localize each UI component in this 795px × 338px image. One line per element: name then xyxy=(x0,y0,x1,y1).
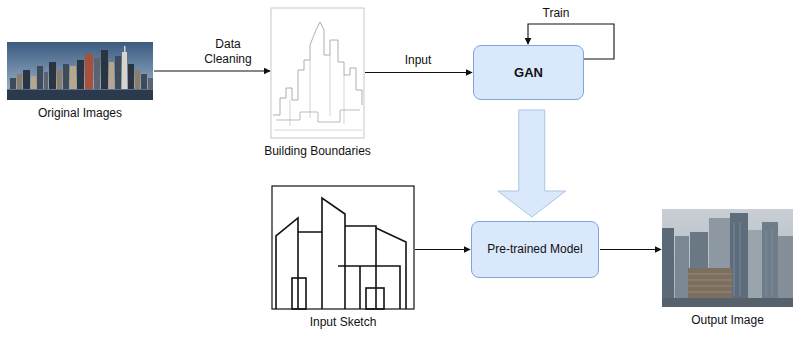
skyline-photo-part xyxy=(7,89,153,100)
image-panel: Original Images xyxy=(7,42,153,100)
skyline-photo-part xyxy=(49,62,56,90)
image-panel: Output Image xyxy=(662,209,793,307)
block-arrow xyxy=(498,110,566,217)
boundary-image-part xyxy=(273,22,362,115)
skyline-photo-part xyxy=(57,70,62,90)
image-panel: Building Boundaries xyxy=(271,8,364,138)
skyline-photo-part xyxy=(37,66,43,90)
skyline-photo-part xyxy=(17,74,22,90)
output-photo-part xyxy=(662,228,674,298)
output-photo-part xyxy=(688,274,732,292)
image-caption: Input Sketch xyxy=(310,315,377,329)
sketch-image-part xyxy=(276,218,298,309)
box-label: GAN xyxy=(514,65,543,81)
skyline-photo-part xyxy=(7,42,153,100)
sketch-image-part xyxy=(376,228,406,309)
output-photo-part xyxy=(688,268,732,298)
skyline-photo-part xyxy=(101,50,108,90)
output-photo-part xyxy=(730,213,748,298)
output-photo-part xyxy=(662,298,793,307)
boundary-image-part xyxy=(276,110,360,122)
skyline-photo-part xyxy=(128,64,134,90)
output-photo-part xyxy=(748,230,762,298)
skyline-photo-part xyxy=(148,78,153,90)
skyline-photo-part xyxy=(85,54,93,90)
sketch-image-part xyxy=(298,198,345,309)
image-caption: Building Boundaries xyxy=(264,144,371,158)
skyline-photo xyxy=(7,42,153,100)
output-photo-part xyxy=(662,209,793,307)
skyline-photo-part xyxy=(122,52,127,90)
image-caption: Original Images xyxy=(38,106,122,120)
boundary-image-part xyxy=(274,130,362,131)
sketch-image xyxy=(272,186,414,309)
image-caption: Output Image xyxy=(691,313,764,327)
process-box: Pre-trained Model xyxy=(471,221,599,278)
output-photo-part xyxy=(734,222,772,296)
skyline-photo-part xyxy=(7,89,153,90)
arrow-connector xyxy=(154,70,270,71)
skyline-photo-part xyxy=(44,72,48,90)
arrow-connector xyxy=(600,249,661,250)
skyline-photo-part xyxy=(63,64,69,90)
boundary-image-part xyxy=(271,8,364,138)
output-photo-part xyxy=(778,236,793,298)
sketch-image-part xyxy=(292,278,306,309)
box-label: Pre-trained Model xyxy=(487,242,582,256)
sketch-image-part xyxy=(359,266,361,309)
sketch-image-part xyxy=(321,232,323,309)
skyline-photo-part xyxy=(77,60,84,90)
sketch-image-part xyxy=(338,266,400,309)
skyline-photo-part xyxy=(31,76,36,90)
boundary-image xyxy=(271,8,364,138)
skyline-photo-part xyxy=(115,56,121,90)
sketch-image-part xyxy=(272,186,414,309)
arrow-connector xyxy=(415,249,470,250)
edge-label: Input xyxy=(403,53,434,67)
skyline-photo-part xyxy=(109,62,114,90)
boundary-image-part xyxy=(290,55,344,126)
edge-label: Data Cleaning xyxy=(194,37,262,66)
skyline-photo-part xyxy=(124,46,126,52)
sketch-image-part xyxy=(366,288,384,309)
edge-label: Train xyxy=(541,6,572,20)
output-photo xyxy=(662,209,793,307)
output-photo-part xyxy=(675,236,689,298)
skyline-photo-part xyxy=(94,58,100,90)
output-photo-part xyxy=(762,222,778,298)
skyline-photo-part xyxy=(10,78,16,90)
arrow-connector xyxy=(365,72,472,73)
skyline-photo-part xyxy=(135,70,140,90)
skyline-photo-part xyxy=(141,74,147,90)
process-box: GAN xyxy=(473,45,584,100)
skyline-photo-part xyxy=(23,70,30,90)
image-panel: Input Sketch xyxy=(272,186,414,309)
sketch-image-part xyxy=(345,226,376,309)
skyline-photo-part xyxy=(70,66,76,90)
